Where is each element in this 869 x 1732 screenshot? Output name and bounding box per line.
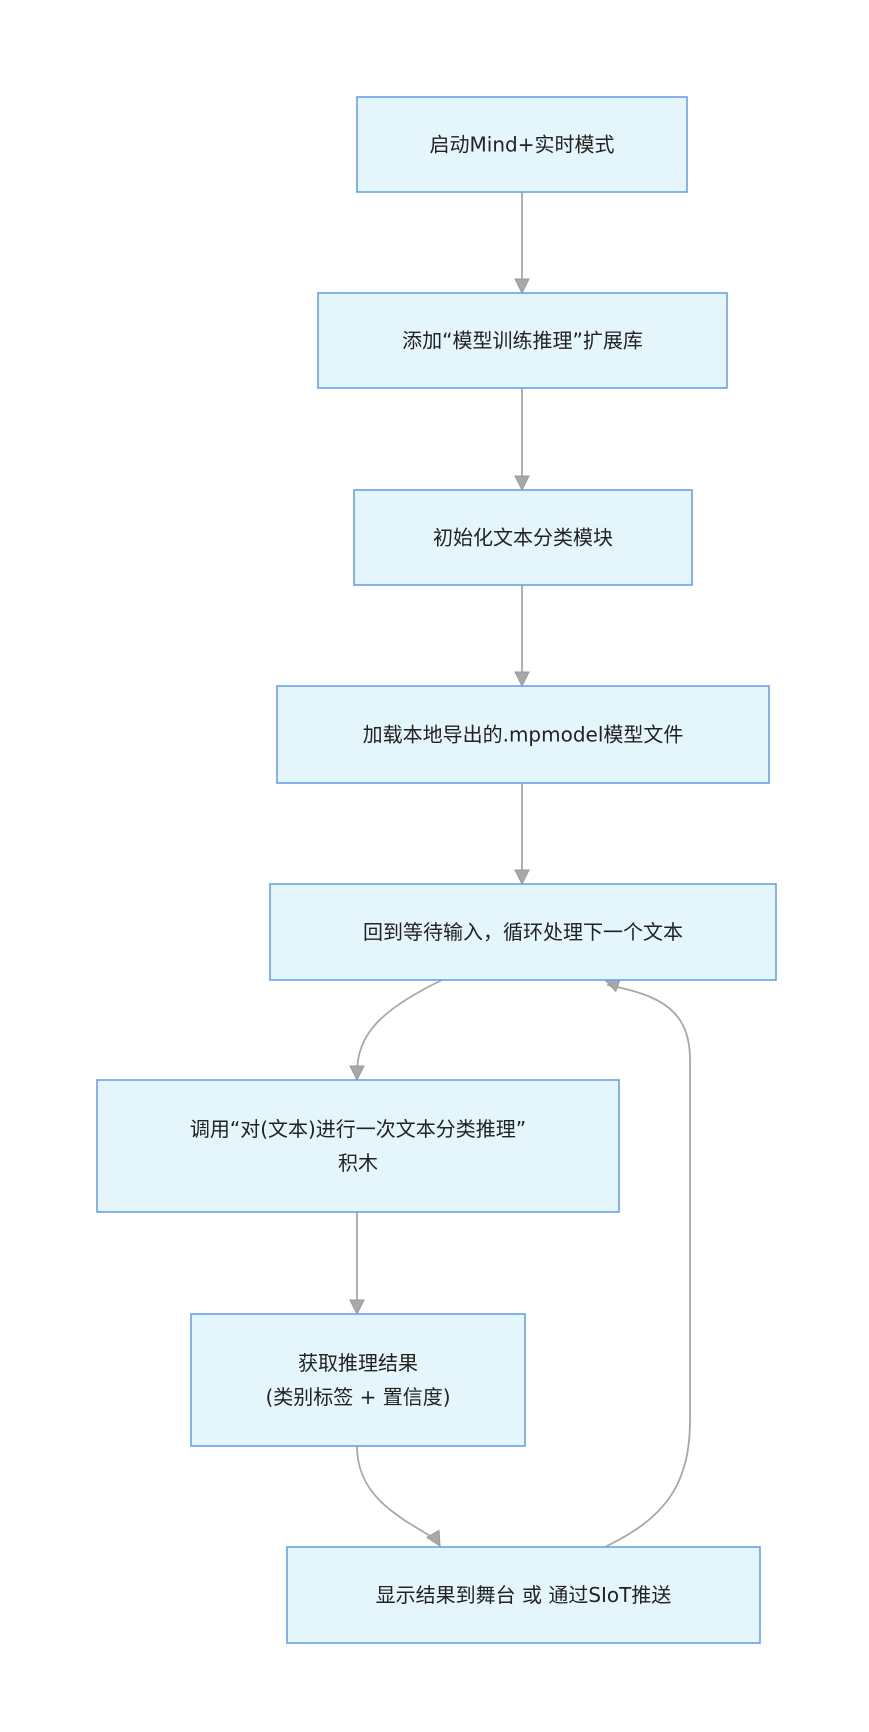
edge-display-to-wait-input <box>604 984 691 1548</box>
node-display: 显示结果到舞台 或 通过SIoT推送 <box>286 1546 761 1644</box>
node-label-load-model-line-0: 加载本地导出的.mpmodel模型文件 <box>363 723 684 747</box>
arrowhead-init-to-load-model <box>514 671 530 688</box>
node-label-init-line-0: 初始化文本分类模块 <box>433 526 613 550</box>
edge-wait-input-to-call-block <box>356 979 443 1074</box>
arrowhead-load-model-to-wait-input <box>514 869 530 886</box>
node-label-display-line-0: 显示结果到舞台 或 通过SIoT推送 <box>376 1583 672 1607</box>
node-box-display <box>286 1546 761 1644</box>
node-label-get-result-line-1: (类别标签 + 置信度) <box>265 1385 450 1409</box>
arrowhead-call-block-to-get-result <box>349 1299 365 1316</box>
node-box-get-result <box>190 1313 526 1447</box>
node-box-call-block <box>96 1079 620 1213</box>
arrowhead-add-lib-to-init <box>514 475 530 492</box>
arrowhead-wait-input-to-call-block <box>349 1065 365 1082</box>
node-get-result: 获取推理结果 (类别标签 + 置信度) <box>190 1313 526 1447</box>
nodes-layer: 启动Mind+实时模式添加“模型训练推理”扩展库初始化文本分类模块加载本地导出的… <box>96 96 777 1644</box>
edge-get-result-to-display <box>356 1445 438 1541</box>
node-label-wait-input-line-0: 回到等待输入，循环处理下一个文本 <box>363 920 683 944</box>
node-box-init <box>353 489 693 586</box>
node-wait-input: 回到等待输入，循环处理下一个文本 <box>269 883 777 981</box>
arrowhead-get-result-to-display <box>425 1529 441 1547</box>
node-call-block: 调用“对(文本)进行一次文本分类推理” 积木 <box>96 1079 620 1213</box>
node-init: 初始化文本分类模块 <box>353 489 693 586</box>
node-box-start <box>356 96 688 193</box>
node-start: 启动Mind+实时模式 <box>356 96 688 193</box>
node-label-call-block-line-0: 调用“对(文本)进行一次文本分类推理” <box>190 1117 526 1141</box>
node-box-wait-input <box>269 883 777 981</box>
arrowhead-start-to-add-lib <box>514 278 530 295</box>
node-label-get-result-line-0: 获取推理结果 <box>298 1351 418 1375</box>
node-label-start-line-0: 启动Mind+实时模式 <box>430 133 615 157</box>
node-box-load-model <box>276 685 770 784</box>
node-add-lib: 添加“模型训练推理”扩展库 <box>317 292 728 389</box>
node-label-call-block-line-1: 积木 <box>338 1151 378 1175</box>
node-box-add-lib <box>317 292 728 389</box>
node-label-add-lib-line-0: 添加“模型训练推理”扩展库 <box>402 329 643 353</box>
node-load-model: 加载本地导出的.mpmodel模型文件 <box>276 685 770 784</box>
edges-layer <box>349 192 691 1548</box>
